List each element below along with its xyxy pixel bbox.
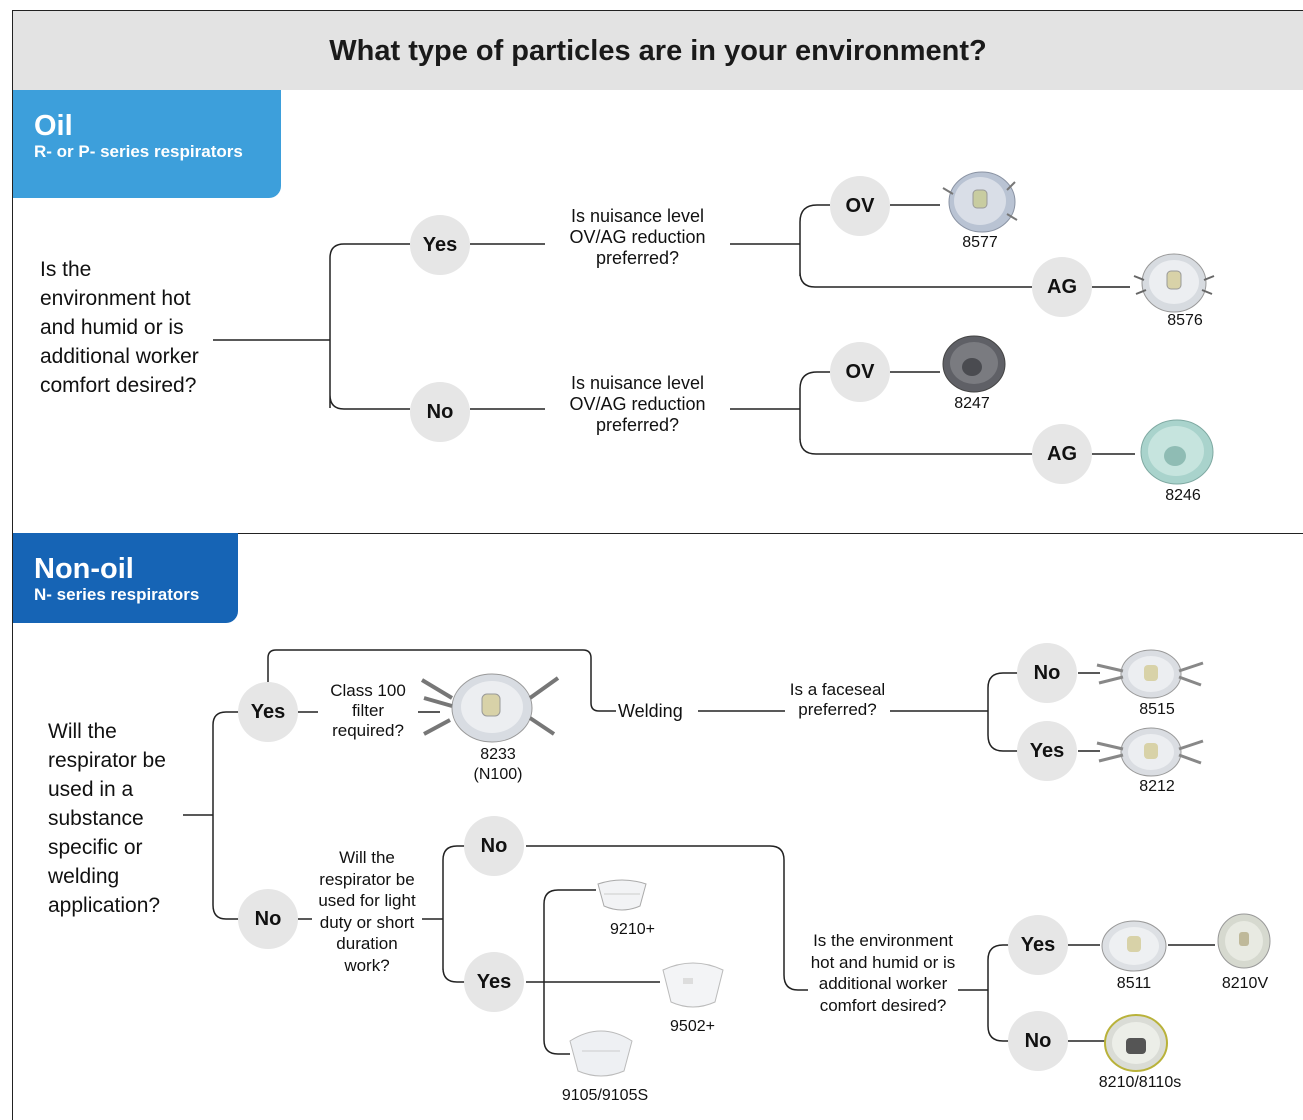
nonoil-no-node: No: [238, 889, 298, 949]
nonoil-yes-node: Yes: [238, 682, 298, 742]
oil-ovag-question-no: Is nuisance level OV/AG reduction prefer…: [545, 373, 730, 436]
comfort-no-node: No: [1008, 1011, 1068, 1071]
product-label-8515: 8515: [1139, 701, 1175, 718]
oil-yes-ag-node: AG: [1032, 257, 1092, 317]
node-label: AG: [1047, 442, 1077, 465]
comfort-yes-node: Yes: [1008, 915, 1068, 975]
nonoil-subheading: N- series respirators: [34, 585, 200, 604]
node-label: Yes: [1029, 739, 1065, 762]
oil-question: Is the environment hot and humid or is a…: [40, 258, 199, 397]
node-label: No: [426, 400, 454, 423]
respirator-8233-image: [420, 673, 560, 743]
node-label: Yes: [476, 970, 512, 993]
light-duty-yes-node: Yes: [464, 952, 524, 1012]
node-label: OV: [845, 360, 875, 383]
node-label: No: [1033, 661, 1061, 684]
oil-yes-node: Yes: [410, 215, 470, 275]
node-label: No: [1024, 1029, 1052, 1052]
respirator-9502-image: [662, 962, 724, 1008]
node-label: OV: [845, 194, 875, 217]
faceseal-question: Is a faceseal preferred?: [785, 680, 890, 720]
respirator-8576-image: [1133, 253, 1215, 313]
respirator-8511-image: [1101, 920, 1167, 972]
respirator-8210v-image: [1217, 913, 1271, 969]
oil-no-ag-node: AG: [1032, 424, 1092, 484]
comfort-question: Is the environment hot and humid or is a…: [808, 930, 958, 1016]
product-label-8210-8110s: 8210/8110s: [1098, 1074, 1182, 1091]
product-label-9502: 9502+: [670, 1018, 715, 1035]
oil-no-ov-node: OV: [830, 342, 890, 402]
node-label: No: [480, 834, 508, 857]
product-label-8210v: 8210V: [1221, 975, 1269, 992]
respirator-8212-image: [1096, 727, 1204, 777]
product-label-8511: 8511: [1116, 975, 1152, 992]
product-label-8246: 8246: [1165, 487, 1201, 504]
product-label-8577: 8577: [962, 234, 998, 251]
product-label-8233-n100: (N100): [473, 766, 523, 783]
node-label: No: [254, 907, 282, 930]
oil-section-tab: Oil R- or P- series respirators: [13, 90, 281, 198]
section-divider: [12, 533, 1303, 534]
product-label-8233: 8233: [480, 746, 516, 763]
page-title: What type of particles are in your envir…: [329, 35, 987, 67]
nonoil-section-tab: Non-oil N- series respirators: [13, 533, 238, 623]
oil-heading: Oil: [34, 110, 73, 142]
faceseal-yes-node: Yes: [1017, 721, 1077, 781]
node-label: Yes: [422, 233, 458, 256]
oil-yes-ov-node: OV: [830, 176, 890, 236]
oil-no-node: No: [410, 382, 470, 442]
respirator-8247-image: [942, 335, 1006, 393]
welding-label: Welding: [616, 700, 685, 722]
product-label-9210: 9210+: [610, 921, 655, 938]
product-label-8247: 8247: [954, 395, 990, 412]
respirator-8210-image: [1104, 1014, 1168, 1072]
oil-ovag-question-yes: Is nuisance level OV/AG reduction prefer…: [545, 206, 730, 269]
node-label: AG: [1047, 275, 1077, 298]
product-label-9105: 9105/9105S: [561, 1087, 649, 1104]
node-label: Yes: [1020, 933, 1056, 956]
class100-question: Class 100 filter required?: [318, 681, 418, 741]
light-duty-question: Will the respirator be used for light du…: [312, 847, 422, 976]
product-label-8576: 8576: [1167, 312, 1203, 329]
respirator-8246-image: [1140, 419, 1214, 485]
frame-border: [12, 90, 13, 1120]
respirator-9210-image: [597, 879, 647, 911]
oil-subheading: R- or P- series respirators: [34, 142, 243, 161]
respirator-8515-image: [1096, 649, 1204, 699]
nonoil-question: Will the respirator be used in a substan…: [48, 720, 166, 917]
nonoil-heading: Non-oil: [34, 553, 134, 585]
node-label: Yes: [250, 700, 286, 723]
light-duty-no-node: No: [464, 816, 524, 876]
header-banner: What type of particles are in your envir…: [12, 10, 1303, 90]
respirator-9105-image: [569, 1030, 633, 1077]
faceseal-no-node: No: [1017, 643, 1077, 703]
product-label-8212: 8212: [1139, 778, 1175, 795]
respirator-8577-image: [942, 171, 1018, 233]
